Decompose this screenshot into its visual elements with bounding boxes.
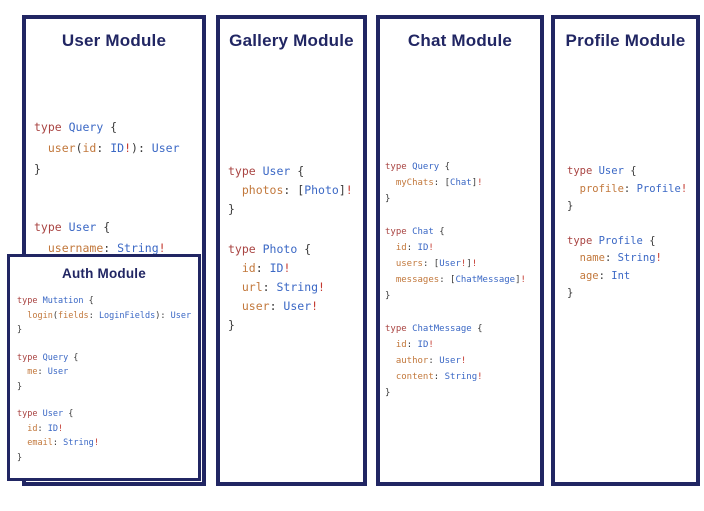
code-line: type User {	[17, 409, 74, 419]
chat-module-title: Chat Module	[407, 31, 513, 50]
code-line: }	[17, 381, 23, 392]
code-line: }	[385, 388, 391, 398]
code-line: type User {	[228, 164, 305, 178]
code-line: type Query {	[17, 352, 79, 363]
code-line: username: String!	[47, 241, 166, 255]
code-line: type Chat {	[385, 227, 445, 237]
code-line: profile: Profile!	[579, 182, 688, 195]
auth-code-block: type Query { me: User}	[17, 351, 198, 395]
auth-code-block: type Mutation { login(fields: LoginField…	[17, 294, 198, 338]
code-line: author: User!	[395, 356, 467, 366]
profile-code-block: type Profile { name: String! age: Int}	[567, 233, 696, 303]
code-line: name: String!	[579, 252, 662, 264]
chat-module-panel: Chat Module type Query { myChats: [Chat]…	[376, 15, 544, 486]
profile-code-block: type User { profile: Profile!}	[567, 163, 696, 216]
auth-module-code: type Mutation { login(fields: LoginField…	[10, 282, 198, 465]
code-line: id: ID!	[27, 423, 64, 434]
profile-module-panel: Profile Module type User { profile: Prof…	[551, 15, 700, 486]
code-line: }	[385, 194, 391, 204]
code-line: type Mutation {	[17, 296, 94, 306]
code-line: id: ID!	[395, 243, 434, 253]
gallery-module-code: type User { photos: [Photo]!}type Photo …	[220, 51, 363, 335]
gallery-module-title: Gallery Module	[229, 31, 354, 50]
chat-code-block: type ChatMessage { id: ID! author: User!…	[385, 321, 540, 401]
code-line: }	[17, 452, 23, 463]
code-line: id: ID!	[241, 261, 291, 275]
code-line: user: User!	[241, 299, 319, 313]
code-line: }	[228, 202, 235, 216]
code-line: type Photo {	[228, 242, 312, 256]
code-line: }	[567, 287, 574, 299]
user-code-block: type User { username: String!}	[34, 217, 202, 280]
code-line: age: Int	[579, 269, 631, 282]
code-line: users: [User!]!	[395, 259, 478, 269]
code-line: }	[17, 325, 23, 335]
user-code-block: type Query { user(id: ID!): User}	[34, 117, 202, 180]
gallery-module-panel: Gallery Module type User { photos: [Phot…	[216, 15, 367, 486]
chat-module-code: type Query { myChats: [Chat]!}type Chat …	[380, 51, 540, 401]
auth-module-panel: Auth Module type Mutation { login(fields…	[7, 254, 201, 481]
code-line: type ChatMessage {	[385, 324, 483, 334]
code-line: }	[34, 162, 41, 176]
code-line: login(fields: LoginFields): User	[27, 310, 192, 321]
code-line: id: ID!	[395, 340, 434, 350]
chat-code-block: type Chat { id: ID! users: [User!]! mess…	[385, 224, 540, 304]
auth-module-title: Auth Module	[62, 266, 146, 281]
code-line: content: String!	[395, 372, 483, 382]
user-module-code: type Query { user(id: ID!): User} type Us…	[26, 51, 202, 280]
code-line: me: User	[27, 367, 69, 377]
code-line: }	[385, 291, 391, 301]
chat-code-block: type Query { myChats: [Chat]!}	[385, 159, 540, 207]
code-line: myChats: [Chat]!	[395, 178, 483, 188]
code-line: url: String!	[241, 280, 325, 294]
code-line: email: String!	[27, 438, 99, 448]
code-line: photos: [Photo]!	[241, 183, 353, 197]
code-line: type Query {	[34, 120, 118, 134]
gallery-code-block: type User { photos: [Photo]!}	[228, 162, 363, 219]
code-line: }	[228, 318, 235, 332]
gallery-code-block: type Photo { id: ID! url: String! user: …	[228, 240, 363, 335]
code-line: }	[567, 200, 574, 212]
user-module-title: User Module	[61, 31, 167, 50]
code-line: type Query {	[385, 162, 451, 172]
code-line: user(id: ID!): User	[47, 141, 180, 155]
code-line: type User {	[567, 165, 637, 177]
profile-module-title: Profile Module	[565, 31, 686, 50]
auth-code-block: type User { id: ID! email: String!}	[17, 407, 198, 465]
profile-module-code: type User { profile: Profile!}type Profi…	[555, 51, 696, 303]
code-line: type User {	[34, 220, 111, 234]
code-line: messages: [ChatMessage]!	[395, 275, 526, 285]
code-line: type Profile {	[567, 234, 656, 247]
